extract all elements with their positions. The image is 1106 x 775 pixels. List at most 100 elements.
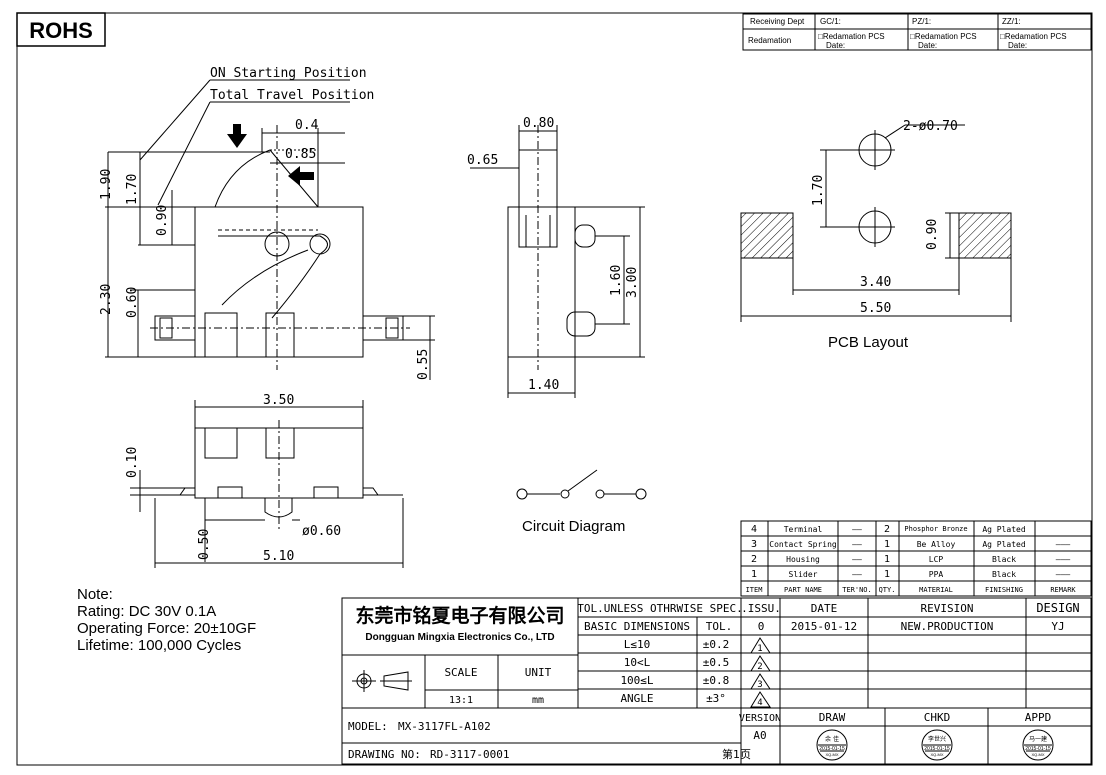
bom-ter: ——	[852, 570, 862, 579]
bom-header: REMARK	[1050, 586, 1076, 594]
dim-3-50: 3.50	[263, 393, 294, 408]
bom-header: QTY.	[879, 586, 896, 594]
triangle-num: 1	[757, 644, 762, 654]
side-view	[470, 125, 645, 398]
bom-qty: 2	[884, 524, 890, 535]
svg-text:XQ-MX: XQ-MX	[930, 752, 943, 757]
rev-issu: 0	[758, 620, 765, 633]
bom-table	[740, 520, 1092, 597]
tol-val: ±0.2	[703, 638, 730, 651]
dim-0-85: 0.85	[285, 147, 316, 162]
bom-remark: ———	[1056, 540, 1071, 549]
dim-0-65: 0.65	[467, 153, 498, 168]
model-value: MX-3117FL-A102	[398, 720, 491, 733]
receiving-dept: Receiving Dept	[750, 17, 805, 26]
basic-dim: BASIC DIMENSIONS	[584, 620, 690, 633]
svg-text:XQ-MX: XQ-MX	[1031, 752, 1044, 757]
svg-text:余 佳: 余 佳	[825, 735, 839, 743]
dim-pcb-1-70: 1.70	[811, 175, 826, 206]
bom-ter: ——	[852, 555, 862, 564]
revision-header: REVISION	[921, 602, 974, 615]
dim-1-60: 1.60	[609, 265, 624, 296]
sheet-border	[16, 12, 1093, 766]
page-number: 第1页	[722, 747, 751, 761]
company-cn: 东莞市铭夏电子有限公司	[355, 604, 564, 627]
bom-item: 4	[751, 524, 757, 535]
note-force: Operating Force: 20±10GF	[77, 620, 256, 637]
bom-material: LCP	[929, 555, 944, 564]
redam-date-1: Date:	[826, 41, 845, 50]
bom-material: Be Alloy	[917, 540, 956, 549]
bom-header: ITEM	[746, 586, 763, 594]
rohs-badge: ROHS	[16, 12, 106, 47]
travel-arrow-icon	[288, 166, 314, 186]
dim-0-80: 0.80	[523, 116, 554, 131]
date-header: DATE	[811, 602, 838, 615]
bom-item: 3	[751, 539, 757, 550]
bom-ter: ——	[852, 540, 862, 549]
force-arrow-icon	[227, 124, 247, 148]
note-block: Note: Rating: DC 30V 0.1A Operating Forc…	[77, 586, 256, 654]
dim-0-50: 0.50	[197, 529, 212, 560]
bom-remark: ———	[1056, 570, 1071, 579]
circuit-diagram	[516, 469, 647, 500]
bottom-view	[130, 400, 404, 568]
bom-item: 2	[751, 554, 757, 565]
svg-text:2015-01-15: 2015-01-15	[1025, 746, 1051, 752]
bom-header: FINISHING	[985, 586, 1023, 594]
pz-label: PZ/1:	[912, 17, 931, 26]
bom-qty: 1	[884, 569, 890, 580]
bom-ter: ——	[852, 525, 862, 534]
bom-finish: Black	[992, 570, 1016, 579]
note-rating: Rating: DC 30V 0.1A	[77, 603, 216, 620]
tol-header: TOL.UNLESS OTHRWISE SPEC.	[577, 602, 743, 615]
dim-0-60: 0.60	[125, 287, 140, 318]
draw-label: DRAW	[819, 711, 846, 724]
version-label: VERSION	[739, 713, 781, 724]
tol-val: ±0.8	[703, 674, 730, 687]
bom-part: Terminal	[784, 525, 823, 534]
rohs-text: ROHS	[29, 18, 93, 43]
bom-qty: 1	[884, 554, 890, 565]
bom-finish: Ag Plated	[982, 525, 1026, 534]
redamation-label: Redamation	[748, 36, 791, 45]
dim-1-90: 1.90	[99, 169, 114, 200]
title-block	[341, 597, 1092, 765]
drawing-no-label: DRAWING NO:	[348, 748, 421, 761]
approval-stamps: 余 佳 2015-01-15 XQ-MX 李世兴 2015-01-15 XQ-M…	[816, 729, 1054, 761]
triangle-num: 4	[757, 698, 762, 708]
tol-row: ANGLE	[620, 692, 653, 705]
scale-label: SCALE	[444, 666, 477, 679]
tol-val: ±3°	[706, 692, 726, 705]
chkd-stamp: 李世兴 2015-01-15 XQ-MX	[921, 729, 953, 761]
dim-phi-0-60: ø0.60	[302, 524, 341, 539]
projection-symbol-icon	[352, 670, 412, 692]
dim-0-55: 0.55	[416, 349, 431, 380]
bom-material: Phosphor Bronze	[904, 525, 967, 533]
draw-stamp: 余 佳 2015-01-15 XQ-MX	[816, 729, 848, 761]
bom-part: Housing	[786, 555, 820, 564]
appd-stamp: 马一建 2015-01-15 XQ-MX	[1022, 729, 1054, 761]
drawing-no-value: RD-3117-0001	[430, 748, 509, 761]
rev-date: 2015-01-12	[791, 620, 857, 633]
bom-finish: Ag Plated	[982, 540, 1026, 549]
bom-finish: Black	[992, 555, 1016, 564]
pcb-layout	[740, 124, 1012, 322]
chkd-label: CHKD	[924, 711, 951, 724]
redam-pcs-1: □Redamation PCS	[818, 32, 885, 41]
bom-header: PART NAME	[784, 586, 822, 594]
total-travel-label: Total Travel Position	[210, 88, 374, 103]
pcb-labels: 2-ø0.70 1.70 0.90 3.40 5.50 PCB Layout	[811, 119, 958, 351]
dim-pcb-0-90: 0.90	[925, 219, 940, 250]
bom-header: MATERIAL	[919, 586, 953, 594]
scale-value: 13:1	[449, 695, 473, 706]
svg-text:XQ-MX: XQ-MX	[825, 752, 838, 757]
dim-0-90: 0.90	[155, 205, 170, 236]
dim-1-70: 1.70	[125, 174, 140, 205]
zz-label: ZZ/1:	[1002, 17, 1021, 26]
gc-label: GC/1:	[820, 17, 841, 26]
svg-text:2015-01-15: 2015-01-15	[924, 746, 950, 752]
bom-remark: ———	[1056, 555, 1071, 564]
receiving-table: Receiving Dept GC/1: PZ/1: ZZ/1: Redamat…	[742, 13, 1092, 51]
